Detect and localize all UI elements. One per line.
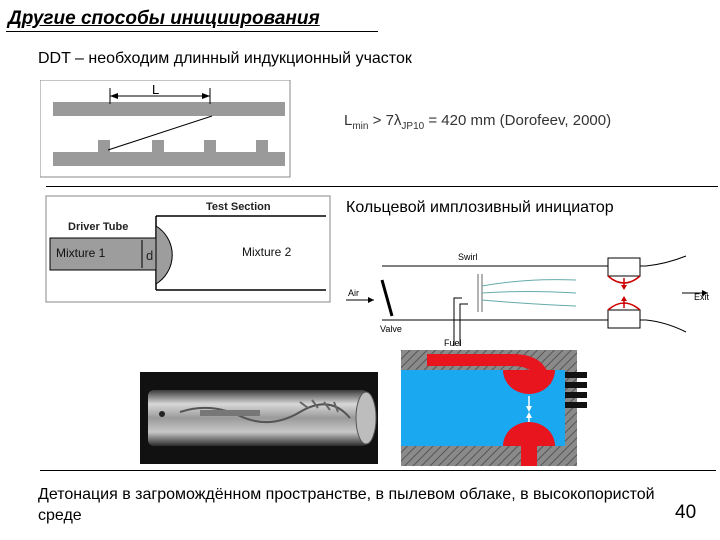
length-label: L: [152, 82, 159, 97]
section-divider: [46, 186, 718, 187]
slide-title: Другие способы инициирования: [8, 8, 320, 29]
red-channel-top: [427, 354, 551, 384]
initiator-chamber-top: [607, 257, 641, 277]
test-section-label: Test Section: [206, 201, 271, 213]
imploding-initiator-schematic: Swirl Air Valve Fuel Exit: [346, 252, 710, 348]
driver-tube-mixture1: [49, 237, 157, 271]
ddt-schematic: L: [40, 80, 291, 178]
tube-bottom-wall-obstacles: [53, 140, 285, 166]
flame-ramp-line: [107, 115, 213, 151]
diameter-label: d: [146, 248, 153, 263]
exit-label: Exit: [694, 292, 710, 302]
valve-label: Valve: [380, 324, 402, 334]
swirl-label: Swirl: [458, 252, 478, 262]
red-initiator-top: [503, 370, 555, 394]
page-number: 40: [675, 502, 697, 523]
bottom-description: Детонация в загромождённом пространстве,…: [38, 486, 655, 524]
ring-initiator-label: Кольцевой имплозивный инициатор: [346, 199, 614, 216]
red-initiator-bottom: [503, 422, 555, 446]
lmin-formula: Lmin > 7λJP10 = 420 mm (Dorofeev, 2000): [344, 112, 612, 132]
valve: [380, 279, 394, 317]
title-underline: [6, 31, 378, 32]
fuel-label: Fuel: [444, 338, 462, 348]
driver-tube-label: Driver Tube: [68, 221, 128, 233]
initiator-chamber-bottom: [607, 309, 641, 329]
mixture1-label: Mixture 1: [56, 246, 106, 260]
mixture2-label: Mixture 2: [242, 245, 292, 259]
imploding-chamber-diagram: [401, 350, 587, 466]
tube-top-wall: [53, 102, 285, 116]
air-label: Air: [348, 288, 359, 298]
metal-cylinder: [148, 390, 368, 446]
bottom-divider: [40, 470, 716, 471]
driver-test-section-diagram: Test Section Driver Tube Mixture 1 d Mix…: [45, 195, 331, 303]
hemispherical-cap: [155, 225, 173, 285]
initiator-photo: [140, 372, 378, 464]
ddt-subtitle: DDT – необходим длинный индукционный уча…: [38, 50, 412, 67]
